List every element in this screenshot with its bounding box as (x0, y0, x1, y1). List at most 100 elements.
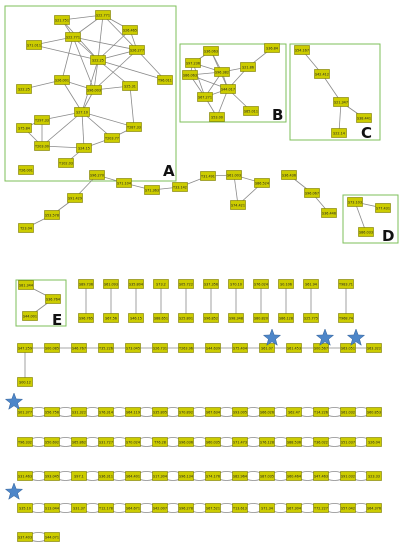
node-box (286, 343, 302, 353)
node: S74.421 (230, 200, 246, 210)
node-box (126, 122, 142, 132)
node: S22.14 (331, 128, 347, 138)
node: S88.651 (153, 313, 169, 323)
star-icon (346, 328, 366, 346)
node: S35.10 (17, 503, 33, 513)
node: S22.771 (65, 32, 81, 42)
node: S35.805 (152, 407, 168, 417)
node-label: S64.401 (126, 474, 140, 478)
node: S46.767 (71, 343, 87, 353)
node: S71.363 (144, 185, 160, 195)
node: S25.801 (178, 313, 194, 323)
node-label: S96.852 (204, 316, 218, 320)
node-label: S54.167 (295, 48, 309, 52)
node-box (122, 81, 138, 91)
node-label: S25.775 (304, 316, 318, 320)
node: T968.74 (338, 313, 354, 323)
node-box (89, 170, 105, 180)
edge (93, 49, 138, 91)
node-label: S35.10 (19, 506, 31, 510)
node-box (220, 84, 236, 94)
node-box (172, 182, 188, 192)
node-box (205, 407, 221, 417)
panel-label-e: E (52, 311, 62, 329)
node-label: S97.236 (186, 61, 200, 65)
node-box (144, 185, 160, 195)
node-label: S51.037 (341, 440, 355, 444)
node: S42.412 (314, 69, 330, 79)
node-box (338, 279, 354, 289)
node-box (44, 437, 60, 447)
edge (338, 101, 342, 134)
edge (192, 62, 206, 98)
node: S96.278 (178, 503, 194, 513)
node-label: S73.045 (126, 346, 140, 350)
node-box (128, 313, 144, 323)
node-label: S86.063 (183, 73, 197, 77)
node-label: S36.764 (46, 297, 60, 301)
edge (136, 49, 166, 81)
node-box (65, 32, 81, 42)
node: S67.56 (103, 313, 119, 323)
node: S17.304 (152, 471, 168, 481)
node: S86.524 (254, 178, 270, 188)
node-box (264, 43, 280, 53)
node-label: S63.051 (341, 346, 355, 350)
node-label: T76.28 (153, 440, 166, 444)
node: S44.071 (44, 532, 60, 542)
node-label: S36.84 (266, 46, 278, 50)
node-label: S97.1 (74, 474, 84, 478)
node-label: S36.446 (322, 211, 336, 215)
node: S60.464 (286, 471, 302, 481)
node: S67.271 (197, 92, 213, 102)
node-label: S42.007 (153, 506, 167, 510)
node: S26.04 (366, 437, 382, 447)
node: S13.044 (44, 503, 60, 513)
node-label: S86.033 (359, 230, 373, 234)
node-box (303, 279, 319, 289)
node-label: T33.142 (172, 185, 187, 189)
node: S26.001 (54, 75, 70, 85)
node-label: S88.651 (154, 316, 168, 320)
node: S64.401 (125, 471, 141, 481)
markers (4, 328, 366, 500)
edge (93, 59, 99, 91)
node-label: S76.024 (254, 282, 268, 286)
node-label: S87.035 (260, 474, 274, 478)
node-box (313, 503, 329, 513)
node: S96.003 (86, 85, 102, 95)
node-box (17, 407, 33, 417)
node: S26.731 (152, 343, 168, 353)
node-label: S00.085 (45, 346, 59, 350)
node-box (17, 503, 33, 513)
node-box (338, 313, 354, 323)
node-box (340, 437, 356, 447)
panel-b-box (179, 43, 287, 123)
node-label: T31.491 (200, 174, 215, 178)
node-label: S35.804 (129, 282, 143, 286)
node: S67.304 (286, 503, 302, 513)
node-box (243, 106, 259, 116)
node-label: S53.578 (45, 213, 59, 217)
node-box (17, 532, 33, 542)
node-box (358, 227, 374, 237)
node-box (340, 471, 356, 481)
node-label: S61.003 (227, 173, 241, 177)
node: T96.332 (17, 437, 33, 447)
node: S47.259 (17, 343, 33, 353)
node-box (45, 294, 61, 304)
node: S64.119 (125, 407, 141, 417)
node-box (44, 210, 60, 220)
nodes: S21.751S22.771S71.011S22.771S26.465S26.2… (16, 10, 391, 542)
node: S67.521 (205, 503, 221, 513)
node-label: S71.104 (117, 181, 131, 185)
node-box (17, 377, 33, 387)
edge (61, 79, 83, 113)
node: S53.00 (209, 112, 225, 122)
node: S44.017 (220, 84, 236, 94)
node-label: S36.436 (282, 173, 296, 177)
node-box (152, 343, 168, 353)
node-box (125, 343, 141, 353)
node-box (286, 471, 302, 481)
node-label: S62.47 (288, 410, 300, 414)
